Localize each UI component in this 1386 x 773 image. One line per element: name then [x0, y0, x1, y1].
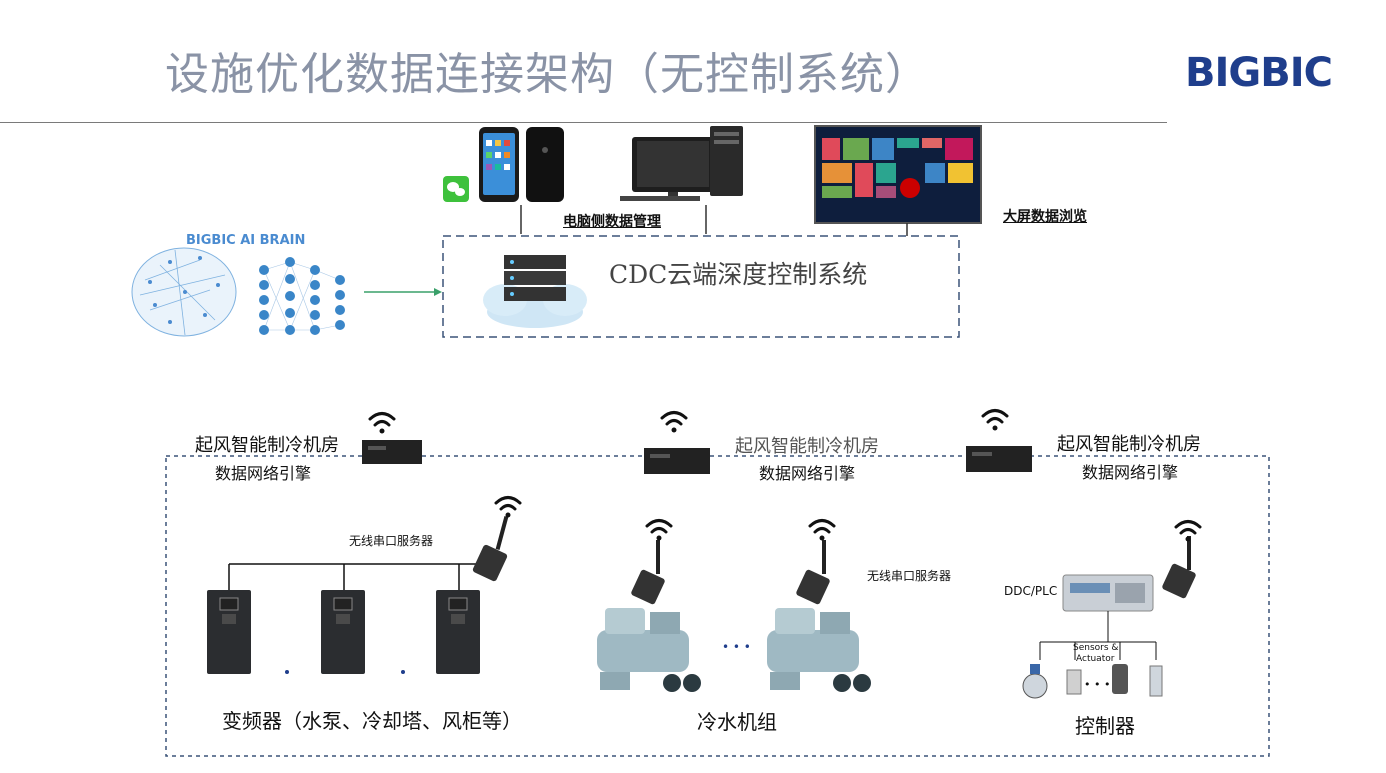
- header-divider: [0, 122, 1167, 123]
- wifi-icon: [368, 412, 396, 434]
- controller-label: 控制器: [1075, 714, 1135, 738]
- actuator-icon: [1112, 664, 1128, 694]
- page-title: 设施优化数据连接架构（无控制系统）: [165, 49, 930, 100]
- site-boundary-box: [165, 455, 1270, 757]
- serial-server-label: 无线串口服务器: [867, 569, 952, 583]
- ai-brain-label: BIGBIC AI BRAIN: [186, 233, 306, 248]
- vfd-unit: [321, 590, 365, 674]
- pc-management-label: 电脑侧数据管理: [563, 214, 661, 230]
- valve-icon: [1022, 664, 1048, 699]
- wifi-icon: [645, 519, 673, 541]
- engine-subtitle: 数据网络引擎: [215, 464, 312, 483]
- vfd-label: 变频器（水泵、冷却塔、风柜等）: [222, 709, 522, 733]
- wifi-icon: [494, 496, 522, 518]
- vfd-unit: [436, 590, 480, 674]
- engine-subtitle: 数据网络引擎: [759, 464, 856, 483]
- chiller-unit: [597, 608, 701, 692]
- cloud-system-box: [442, 235, 960, 338]
- ddc-plc-controller: [1062, 574, 1154, 612]
- serial-server-label: 无线串口服务器: [349, 534, 434, 548]
- dashboard-screen-icon: [814, 125, 982, 224]
- ddc-plc-label: DDC/PLC: [1004, 584, 1058, 598]
- ai-brain-icon: [131, 247, 237, 337]
- sensor-ellipsis: • • •: [1084, 678, 1111, 691]
- cloud-system-label: CDC云端深度控制系统: [609, 260, 868, 289]
- engine-subtitle: 数据网络引擎: [1082, 463, 1179, 482]
- brand-logo: BIGBIC: [1185, 50, 1333, 96]
- actuator-label: Actuator: [1076, 654, 1115, 664]
- wifi-icon: [981, 409, 1009, 431]
- sensors-label: Sensors &: [1073, 643, 1119, 653]
- chiller-unit: [767, 608, 871, 692]
- sensor-icon: [1066, 669, 1082, 695]
- vfd-bus-line: [228, 563, 486, 590]
- wifi-icon: [660, 411, 688, 433]
- big-screen-label: 大屏数据浏览: [1003, 209, 1087, 225]
- neural-network-icon: [259, 257, 345, 335]
- cloud-server-icon: [483, 255, 587, 328]
- engine-title: 起风智能制冷机房: [1057, 434, 1201, 455]
- serial-server-icon: [1162, 536, 1196, 599]
- chiller-label: 冷水机组: [697, 710, 777, 734]
- serial-server-icon: [796, 540, 830, 605]
- engine-title: 起风智能制冷机房: [735, 436, 879, 457]
- gateway-icon: [966, 446, 1032, 472]
- wifi-icon: [808, 519, 836, 541]
- sensor-bus-line: [1039, 611, 1157, 660]
- gateway-icon: [644, 448, 710, 474]
- engine-title: 起风智能制冷机房: [195, 435, 339, 456]
- wechat-icon: [443, 176, 469, 202]
- ai-to-cloud-arrow: [364, 288, 442, 296]
- wifi-icon: [1174, 520, 1202, 542]
- vfd-unit: [207, 590, 251, 674]
- phone-icon: [479, 127, 564, 202]
- flow-meter-icon: [1149, 665, 1163, 697]
- gateway-icon: [362, 440, 422, 464]
- serial-server-icon: [631, 540, 665, 605]
- desktop-computer-icon: [620, 126, 743, 201]
- serial-server-icon: [472, 516, 509, 582]
- chiller-ellipsis: • • •: [722, 640, 751, 654]
